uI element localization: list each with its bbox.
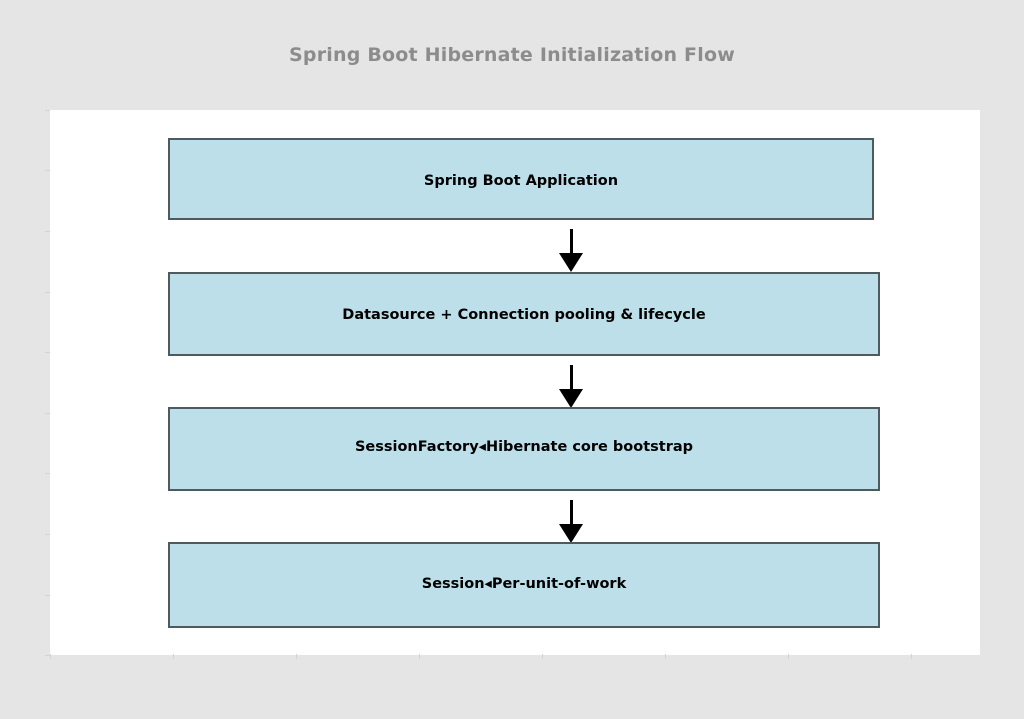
axis-tick-y — [45, 292, 50, 293]
down-arrow-icon — [559, 500, 583, 543]
flow-node-session-factory[interactable]: SessionFactory◂Hibernate core bootstrap — [168, 407, 880, 491]
diagram-canvas: Spring Boot Application Datasource + Con… — [45, 110, 980, 659]
axis-tick-y — [45, 413, 50, 414]
axis-tick-x — [296, 654, 297, 659]
page-title: Spring Boot Hibernate Initialization Flo… — [289, 44, 735, 66]
axis-tick-x — [50, 654, 51, 659]
axis-tick-x — [173, 654, 174, 659]
flow-node-session[interactable]: Session◂Per-unit-of-work — [168, 542, 880, 628]
flow-node-label: SessionFactory◂Hibernate core bootstrap — [354, 439, 694, 455]
axis-tick-y — [45, 231, 50, 232]
axis-tick-x — [542, 654, 543, 659]
axis-tick-y — [45, 655, 50, 656]
axis-tick-y — [45, 110, 50, 111]
axis-tick-x — [911, 654, 912, 659]
down-arrow-icon — [559, 365, 583, 408]
axis-tick-x — [665, 654, 666, 659]
axis-tick-y — [45, 595, 50, 596]
flow-node-label: Spring Boot Application — [423, 173, 619, 189]
flow-node-label: Session◂Per-unit-of-work — [421, 576, 627, 592]
axis-tick-x — [788, 654, 789, 659]
axis-tick-y — [45, 473, 50, 474]
flow-node-spring-boot-application[interactable]: Spring Boot Application — [168, 138, 874, 220]
down-arrow-icon — [559, 229, 583, 272]
axis-tick-y — [45, 170, 50, 171]
axis-tick-y — [45, 534, 50, 535]
flow-node-datasource[interactable]: Datasource + Connection pooling & lifecy… — [168, 272, 880, 356]
axis-tick-x — [419, 654, 420, 659]
flow-node-label: Datasource + Connection pooling & lifecy… — [342, 307, 706, 323]
axis-tick-y — [45, 352, 50, 353]
